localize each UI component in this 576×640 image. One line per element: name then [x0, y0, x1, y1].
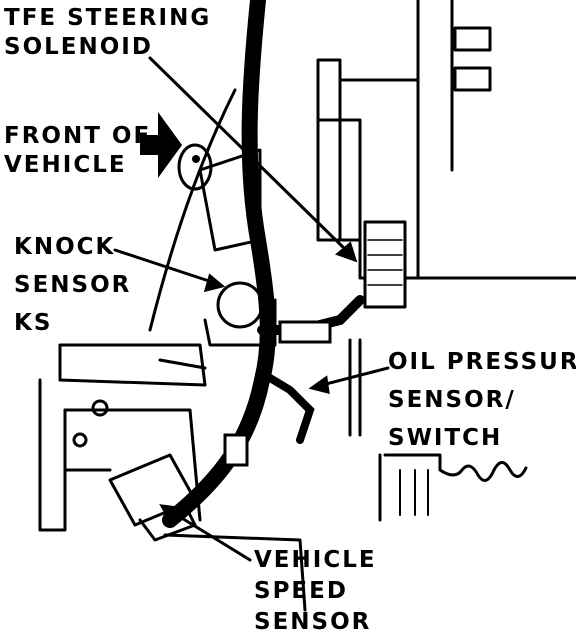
gasket-wave — [378, 453, 528, 522]
label-oil-pressure-sensor: OIL PRESSURE SENSOR/ SWITCH — [388, 349, 576, 451]
manifold-plate — [58, 343, 207, 387]
label-knock-sensor: KNOCK SENSOR KS — [14, 234, 132, 336]
transmission-block — [316, 58, 420, 280]
leader-oil-pressure — [320, 366, 390, 387]
lower-housing-bolt — [91, 399, 109, 417]
leader-tfe-solenoid — [148, 56, 350, 254]
leader-knock-sensor-head — [203, 273, 226, 293]
leader-tfe-solenoid-head — [335, 241, 358, 263]
leader-vehicle-speed-head — [159, 504, 181, 523]
case-edge-right — [348, 338, 362, 437]
housing-tab-lower — [453, 66, 492, 92]
transmission-rib — [316, 118, 362, 242]
label-front-of-vehicle: FRONT OF VEHICLE — [4, 123, 152, 178]
oil-pressure-sensor-thread — [367, 239, 403, 286]
oil-pressure-sensor-body — [363, 220, 407, 309]
lower-housing-inner — [63, 408, 112, 472]
knock-sensor-body — [216, 281, 264, 329]
label-tfe-steering-solenoid: TFE STEERING SOLENOID — [4, 5, 212, 60]
manifold-plate-lip — [158, 358, 207, 370]
engine-block-edge — [148, 88, 237, 332]
harness-connector-2 — [223, 433, 249, 467]
mounting-boss — [177, 143, 213, 191]
lower-housing-bolt-2 — [72, 432, 88, 448]
front-of-vehicle-arrow-icon — [140, 112, 182, 178]
gasket-fins — [399, 469, 429, 516]
housing-outline — [416, 0, 576, 280]
wiring-harness — [162, 0, 276, 528]
harness-connector — [278, 320, 332, 344]
speed-sensor-connector — [138, 503, 197, 542]
mounting-boss-hole — [192, 155, 200, 163]
wiring-harness-branch-2 — [261, 371, 315, 444]
label-vehicle-speed-sensor: VEHICLE SPEED SENSOR — [254, 547, 377, 635]
leader-oil-pressure-head — [308, 375, 330, 394]
leader-vehicle-speed — [170, 510, 252, 562]
leader-knock-sensor — [113, 248, 214, 284]
housing-tab-upper — [453, 26, 492, 52]
